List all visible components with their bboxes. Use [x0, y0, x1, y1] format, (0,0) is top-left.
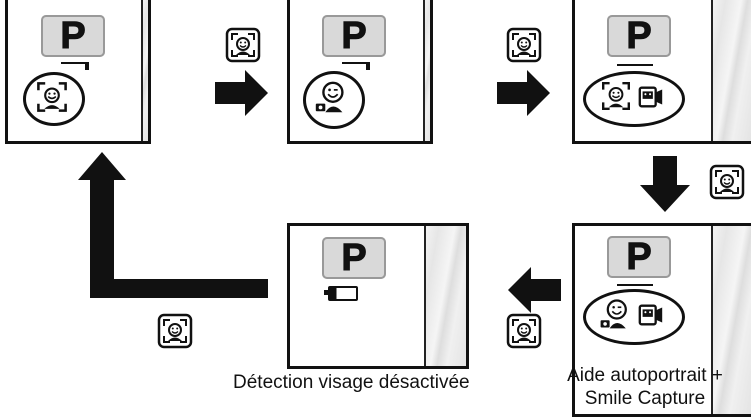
face-detect-button-icon	[225, 27, 261, 63]
selection-ring	[23, 72, 85, 126]
camera-screen-face-detect-smile: P	[572, 0, 751, 144]
program-mode-badge: P	[607, 15, 671, 57]
label-self-portrait-smile: Aide autoportrait + Smile Capture	[545, 364, 745, 410]
face-detect-button-icon	[506, 27, 542, 63]
selection-ring	[583, 71, 685, 127]
program-mode-badge: P	[322, 237, 386, 279]
arrow-right	[497, 70, 550, 116]
program-mode-badge: P	[41, 15, 105, 57]
label-line-2: Smile Capture	[584, 388, 706, 409]
arrow-down	[640, 156, 690, 212]
program-mode-badge: P	[607, 236, 671, 278]
camera-screen-detection-off: P	[287, 223, 469, 369]
program-mode-badge: P	[322, 15, 386, 57]
selection-ring	[303, 71, 365, 129]
camera-screen-face-detect: P	[5, 0, 151, 144]
return-arrow	[78, 152, 268, 298]
camera-screen-self-portrait-smile: P	[572, 223, 751, 417]
label-face-detection-off: Détection visage désactivée	[233, 372, 470, 393]
selection-ring	[583, 289, 685, 345]
face-detect-button-icon	[157, 313, 193, 349]
label-line-1: Aide autoportrait +	[567, 365, 723, 386]
face-detect-button-icon	[506, 313, 542, 349]
arrow-right	[215, 70, 268, 116]
face-detect-button-icon	[709, 164, 745, 200]
battery-icon	[328, 286, 358, 301]
arrow-left	[508, 267, 561, 313]
camera-screen-self-portrait: P	[287, 0, 433, 144]
